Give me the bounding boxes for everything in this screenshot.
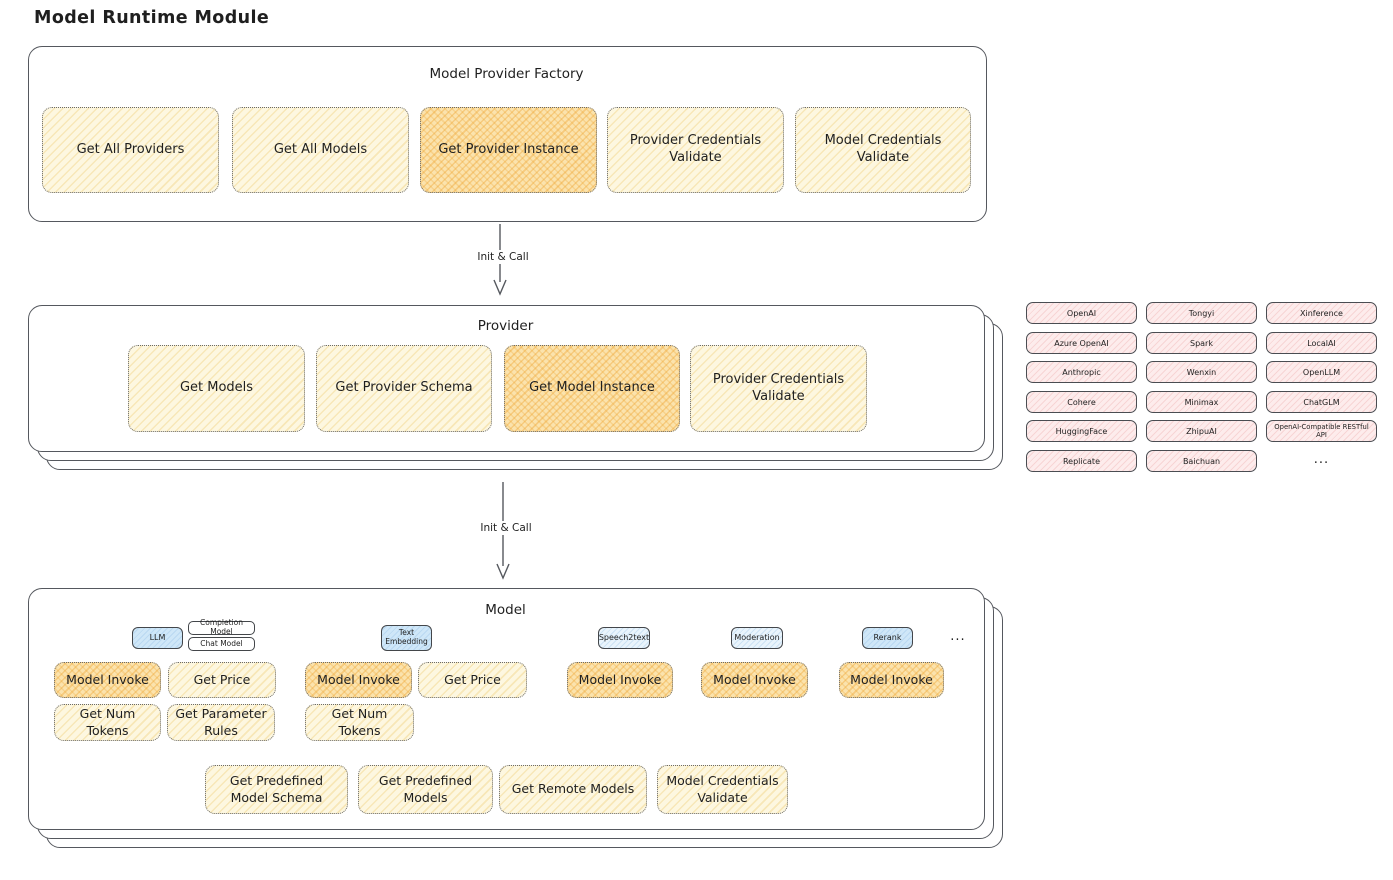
provider-chip-wenxin: Wenxin: [1146, 361, 1257, 383]
provider-chip-localai: LocalAI: [1266, 332, 1377, 354]
provider-chip-huggingface: HuggingFace: [1026, 420, 1137, 442]
node-get-all-providers: Get All Providers: [42, 107, 219, 193]
node-get-num-tokens-text-embedding: Get Num Tokens: [305, 704, 414, 741]
provider-list-more: ...: [1313, 452, 1330, 467]
node-get-num-tokens-llm: Get Num Tokens: [54, 704, 161, 741]
provider-title: Provider: [477, 318, 534, 334]
provider-chip-openai: OpenAI: [1026, 302, 1137, 324]
tab-chat-model: Chat Model: [188, 637, 255, 651]
node-get-model-instance: Get Model Instance: [504, 345, 680, 432]
node-get-price-llm: Get Price: [168, 662, 276, 698]
node-model-credentials-validate-model: Model Credentials Validate: [657, 765, 788, 814]
node-model-credentials-validate-factory: Model Credentials Validate: [795, 107, 971, 193]
provider-chip-xinference: Xinference: [1266, 302, 1377, 324]
tab-completion-model: Completion Model: [188, 619, 255, 636]
node-provider-credentials-validate-factory: Provider Credentials Validate: [607, 107, 784, 193]
model-title: Model: [485, 602, 526, 618]
provider-chip-baichuan: Baichuan: [1146, 450, 1257, 472]
node-provider-credentials-validate-provider: Provider Credentials Validate: [690, 345, 867, 432]
node-get-predefined-models: Get Predefined Models: [358, 765, 493, 814]
node-get-provider-schema: Get Provider Schema: [316, 345, 492, 432]
node-model-invoke-speech2text: Model Invoke: [567, 662, 673, 698]
node-get-all-models: Get All Models: [232, 107, 409, 193]
factory-title: Model Provider Factory: [429, 66, 584, 82]
node-get-predefined-model-schema: Get Predefined Model Schema: [205, 765, 348, 814]
node-get-models: Get Models: [128, 345, 305, 432]
provider-chip-azure-openai: Azure OpenAI: [1026, 332, 1137, 354]
provider-chip-spark: Spark: [1146, 332, 1257, 354]
provider-chip-openllm: OpenLLM: [1266, 361, 1377, 383]
node-get-remote-models: Get Remote Models: [499, 765, 647, 814]
node-model-invoke-text-embedding: Model Invoke: [305, 662, 412, 698]
provider-chip-openai-compatible: OpenAI-Compatible RESTful API: [1266, 420, 1377, 442]
provider-chip-tongyi: Tongyi: [1146, 302, 1257, 324]
provider-chip-minimax: Minimax: [1146, 391, 1257, 413]
init-call-label-2: Init & Call: [460, 521, 552, 535]
provider-chip-chatglm: ChatGLM: [1266, 391, 1377, 413]
node-get-price-text-embedding: Get Price: [418, 662, 527, 698]
tab-text-embedding: Text Embedding: [381, 625, 432, 651]
tab-moderation: Moderation: [731, 627, 783, 649]
tab-rerank: Rerank: [862, 627, 913, 649]
model-types-more: ...: [950, 629, 966, 644]
provider-chip-anthropic: Anthropic: [1026, 361, 1137, 383]
node-get-parameter-rules: Get Parameter Rules: [167, 704, 275, 741]
node-get-provider-instance: Get Provider Instance: [420, 107, 597, 193]
node-model-invoke-rerank: Model Invoke: [839, 662, 944, 698]
provider-chip-zhipuai: ZhipuAI: [1146, 420, 1257, 442]
node-model-invoke-moderation: Model Invoke: [701, 662, 808, 698]
init-call-label-1: Init & Call: [457, 250, 549, 264]
provider-chip-replicate: Replicate: [1026, 450, 1137, 472]
node-model-invoke-llm: Model Invoke: [54, 662, 161, 698]
page-title: Model Runtime Module: [34, 8, 270, 28]
provider-chip-cohere: Cohere: [1026, 391, 1137, 413]
tab-llm: LLM: [132, 627, 183, 649]
tab-speech2text: Speech2text: [598, 627, 650, 649]
